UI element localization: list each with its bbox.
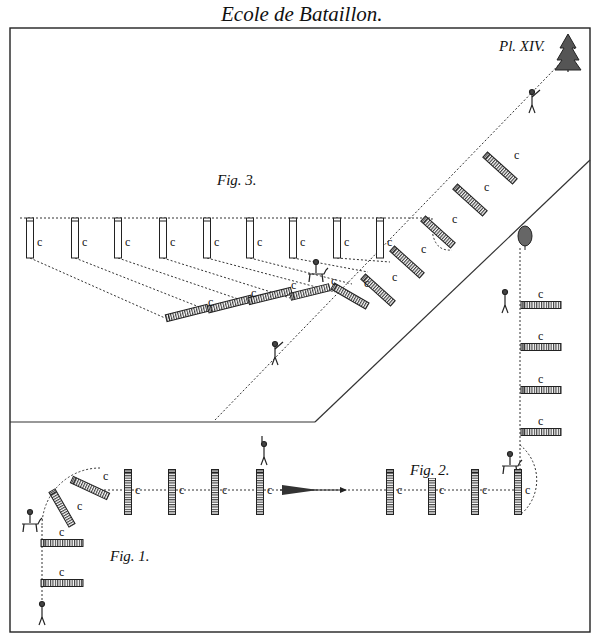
platoon-letter: c bbox=[525, 484, 530, 496]
platoon bbox=[521, 429, 561, 436]
platoon bbox=[483, 152, 517, 184]
tree bbox=[518, 34, 581, 250]
soldier-figures bbox=[22, 90, 540, 626]
platoon bbox=[361, 274, 395, 306]
march-lines bbox=[42, 248, 537, 605]
platoon bbox=[41, 540, 83, 547]
platoon-letter: c bbox=[452, 213, 457, 225]
platoon-letter: c bbox=[439, 484, 444, 496]
figure-label: Fig. 1. bbox=[108, 549, 152, 564]
platoon-letter: c bbox=[397, 484, 402, 496]
platoon bbox=[165, 304, 208, 321]
platoon bbox=[331, 283, 369, 309]
platoon bbox=[334, 218, 341, 258]
plate-title: Ecole de Bataillon. bbox=[221, 4, 383, 25]
platoon-letter: c bbox=[300, 236, 305, 248]
platoon-letter: c bbox=[421, 243, 426, 255]
platoon-letter: c bbox=[59, 526, 64, 538]
platoon-letter: c bbox=[135, 484, 140, 496]
platoon bbox=[521, 302, 561, 309]
platoon-letter: c bbox=[125, 236, 130, 248]
figure-label: Fig. 2. bbox=[408, 463, 452, 478]
platoon-letter: c bbox=[77, 500, 82, 512]
platoon-letter: c bbox=[222, 484, 227, 496]
platoon bbox=[521, 344, 561, 351]
platoon-letter: c bbox=[291, 279, 296, 291]
platoon bbox=[115, 218, 122, 258]
platoon-letter: c bbox=[387, 236, 392, 248]
platoon-letter: c bbox=[392, 271, 397, 283]
platoon bbox=[257, 470, 264, 515]
platoon bbox=[521, 387, 561, 394]
platoon bbox=[212, 470, 219, 515]
platoon bbox=[515, 470, 522, 515]
platoon bbox=[247, 218, 254, 258]
platoon bbox=[160, 218, 167, 258]
platoon-letter: c bbox=[364, 277, 369, 289]
platoon bbox=[41, 580, 83, 587]
platoon-letter: c bbox=[170, 236, 175, 248]
platoon-letter: c bbox=[344, 236, 349, 248]
platoon-letter: c bbox=[538, 288, 543, 300]
platoon bbox=[248, 287, 292, 304]
platoon bbox=[387, 470, 394, 515]
platoon-letter: c bbox=[251, 287, 256, 299]
platoon-letter: c bbox=[179, 484, 184, 496]
platoon-letter: c bbox=[82, 236, 87, 248]
platoon bbox=[72, 218, 79, 258]
platoon-letter: c bbox=[482, 484, 487, 496]
march-arrow bbox=[280, 485, 347, 495]
frame bbox=[10, 28, 590, 632]
platoon bbox=[49, 489, 75, 527]
platoon-letter: c bbox=[538, 330, 543, 342]
platoon-letter: c bbox=[331, 275, 336, 287]
platoon-letter: c bbox=[59, 566, 64, 578]
platoon bbox=[125, 470, 132, 515]
platoon bbox=[169, 470, 176, 515]
platoon-letter: c bbox=[257, 236, 262, 248]
platoon bbox=[290, 218, 297, 258]
platoon-letter: c bbox=[538, 373, 543, 385]
platoon-letter: c bbox=[214, 236, 219, 248]
platoon bbox=[204, 218, 211, 258]
platoon-letter: c bbox=[103, 470, 108, 482]
platoon-letter: c bbox=[484, 181, 489, 193]
figure-label: Fig. 3. bbox=[215, 173, 259, 188]
platoon bbox=[27, 218, 34, 258]
platoon bbox=[207, 295, 252, 313]
plate-number: Pl. XIV. bbox=[497, 39, 547, 54]
platoon-letter: c bbox=[267, 484, 272, 496]
platoon-letter: c bbox=[514, 149, 519, 161]
platoon bbox=[377, 218, 384, 258]
platoon-group bbox=[27, 152, 562, 586]
platoon bbox=[453, 184, 487, 216]
platoon bbox=[472, 470, 479, 515]
platoon-letter: c bbox=[538, 415, 543, 427]
platoon-letter: c bbox=[208, 296, 213, 308]
fig3-lines bbox=[10, 48, 590, 422]
platoon-letter: c bbox=[37, 236, 42, 248]
